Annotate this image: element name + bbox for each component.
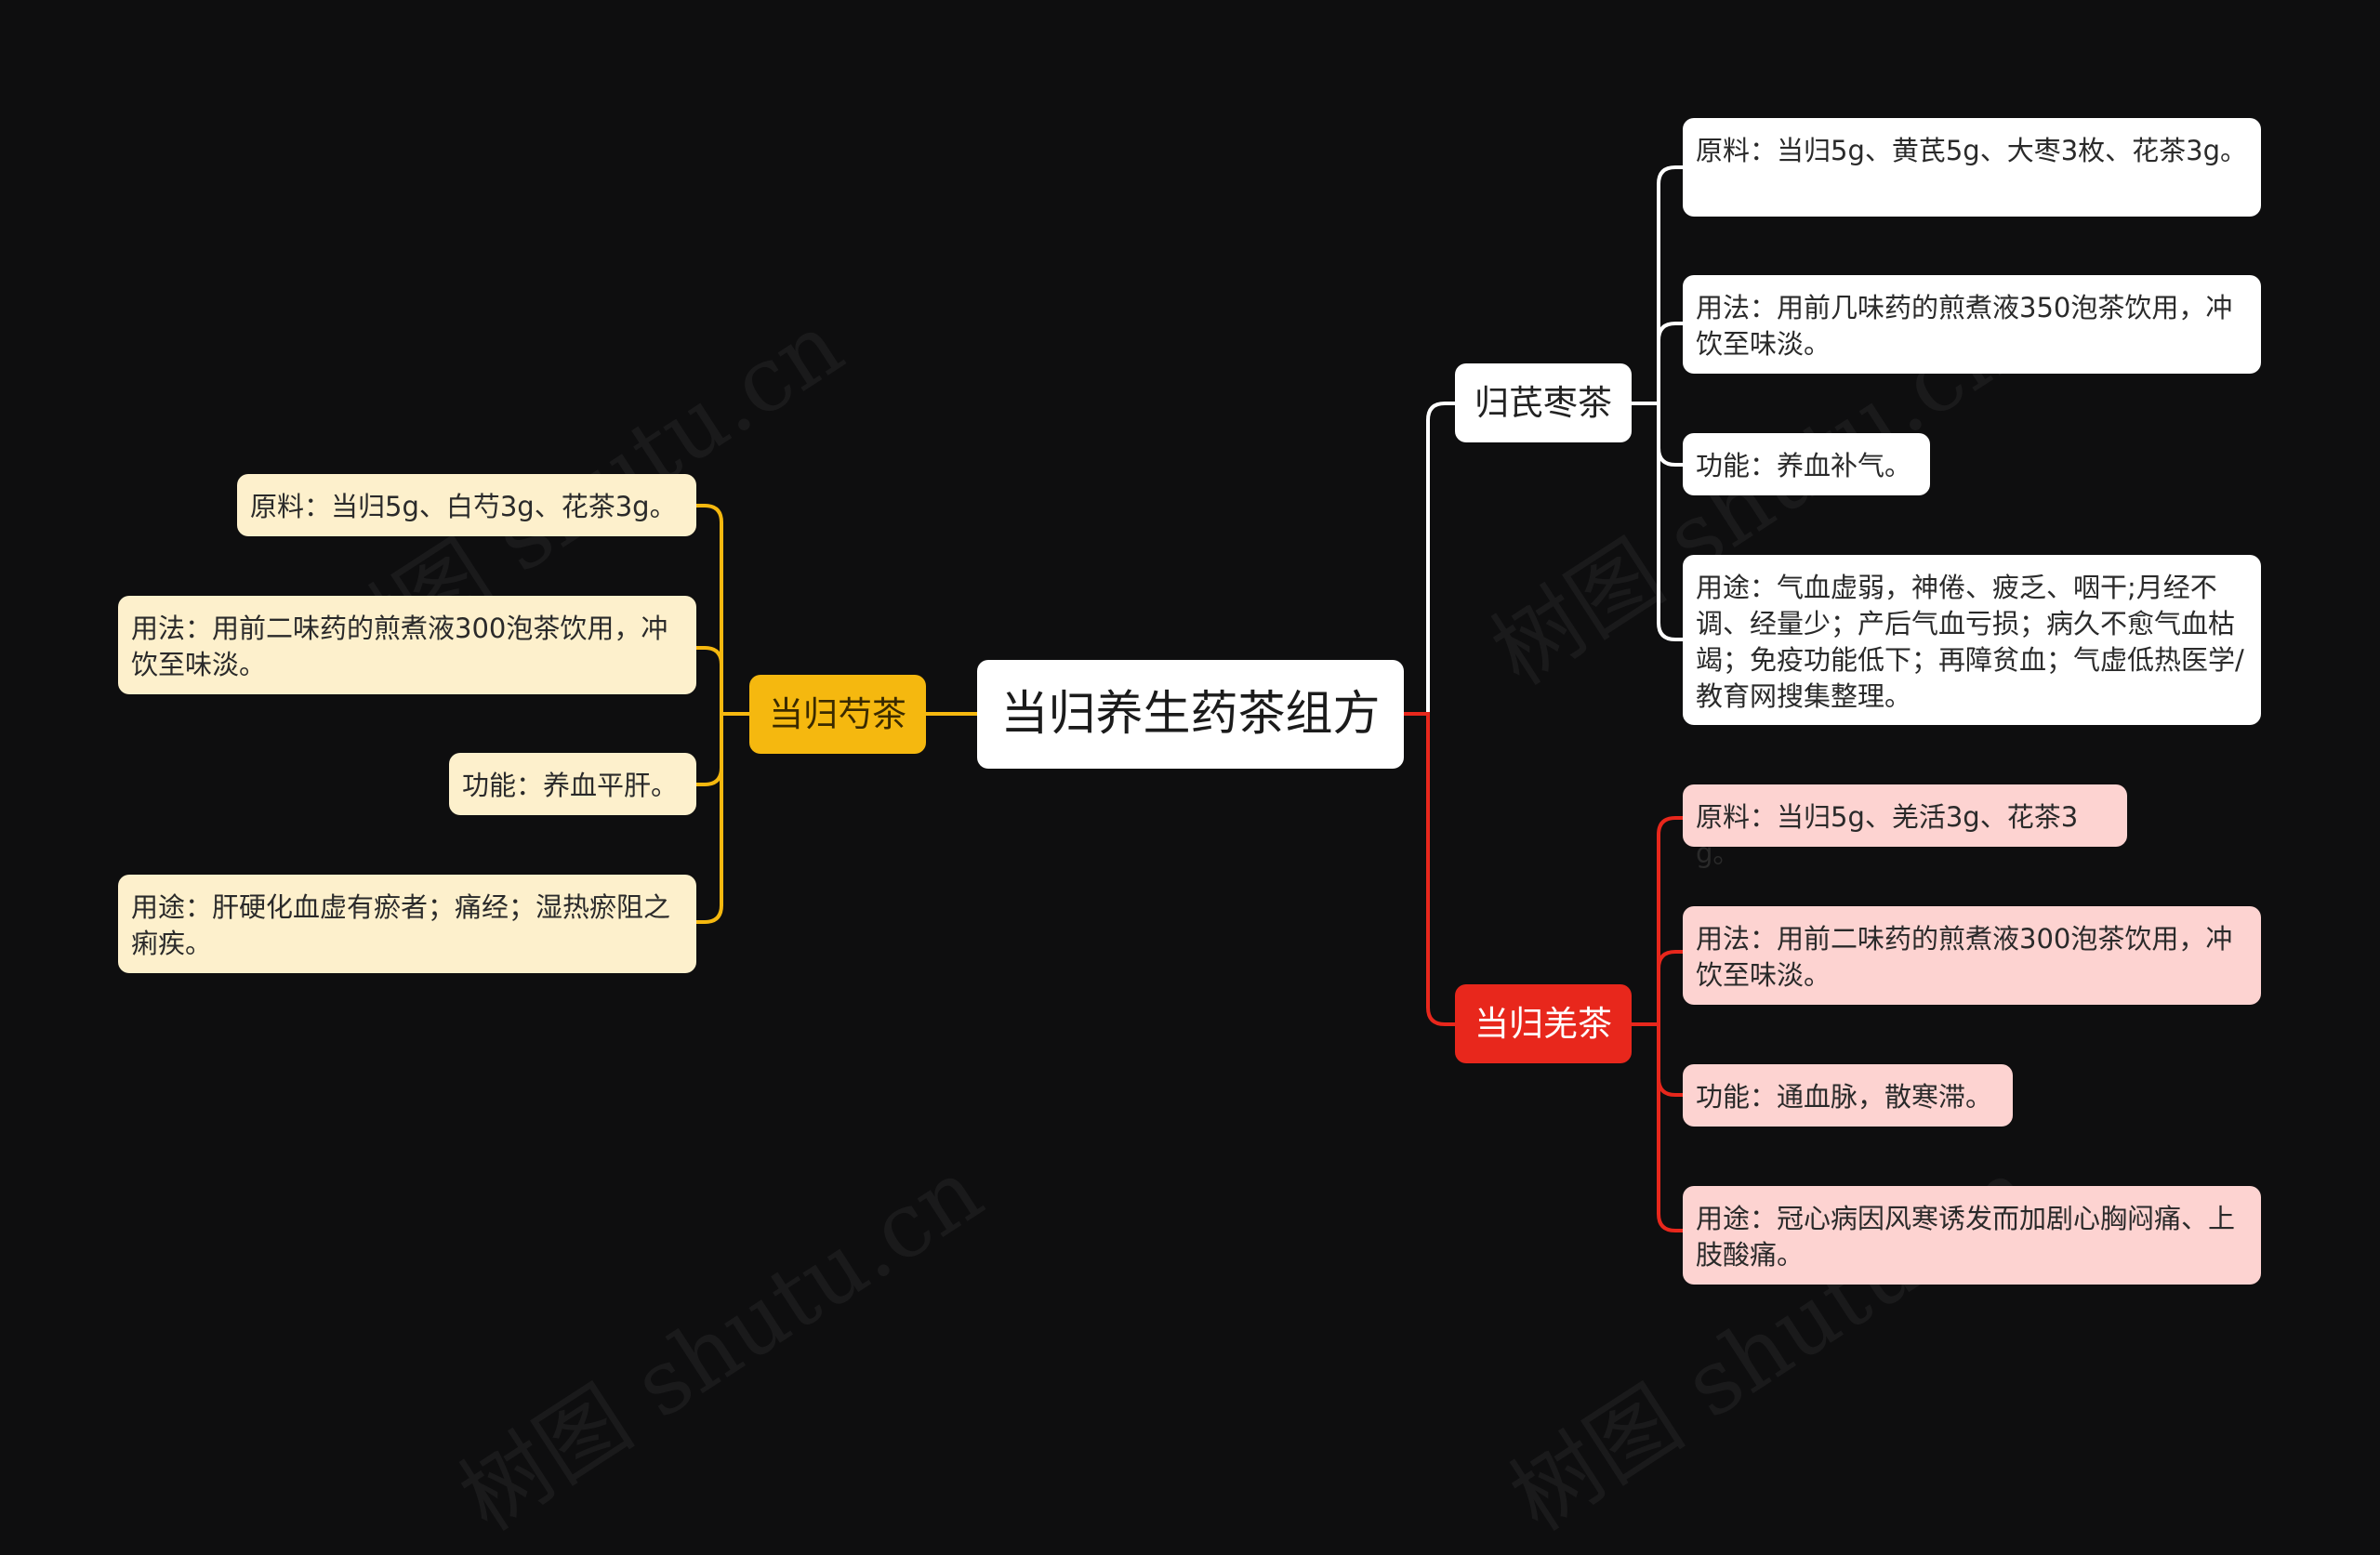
branch-dangguishao[interactable]: 当归芍茶 — [749, 675, 926, 754]
leaf-dangguiqiang-function[interactable]: 功能：通血脉，散寒滞。 — [1683, 1064, 2013, 1127]
leaf-guiqizao-usage[interactable]: 用法：用前几味药的煎煮液350泡茶饮用，冲饮至味淡。 — [1683, 275, 2261, 374]
leaf-dangguiqiang-ingredients[interactable]: 原料：当归5g、羌活3g、花茶3g。 — [1683, 784, 2127, 869]
leaf-dangguishao-ingredients[interactable]: 原料：当归5g、白芍3g、花茶3g。 — [237, 474, 696, 536]
connector-dangguishao-leaves — [696, 504, 749, 924]
connector-root-guiqizao — [1404, 402, 1455, 716]
root-topic[interactable]: 当归养生药茶组方 — [977, 660, 1404, 769]
leaf-guiqizao-ingredients[interactable]: 原料：当归5g、黄芪5g、大枣3枚、花茶3g。 — [1683, 118, 2261, 217]
leaf-dangguishao-indications[interactable]: 用途：肝硬化血虚有瘀者；痛经；湿热瘀阻之痢疾。 — [118, 875, 696, 973]
branch-dangguiqiang[interactable]: 当归羌茶 — [1455, 984, 1632, 1063]
connector-guiqizao-leaves — [1632, 165, 1683, 641]
connector-root-dangguiqiang — [1404, 712, 1455, 1026]
leaf-guiqizao-function[interactable]: 功能：养血补气。 — [1683, 433, 1930, 495]
mindmap-connectors — [696, 165, 1683, 1232]
leaf-guiqizao-indications[interactable]: 用途：气血虚弱，神倦、疲乏、咽干;月经不调、经量少；产后气血亏损；病久不愈气血枯… — [1683, 555, 2261, 725]
leaf-dangguiqiang-indications[interactable]: 用途：冠心病因风寒诱发而加剧心胸闷痛、上肢酸痛。 — [1683, 1186, 2261, 1285]
leaf-dangguishao-usage[interactable]: 用法：用前二味药的煎煮液300泡茶饮用，冲饮至味淡。 — [118, 596, 696, 694]
leaf-dangguishao-function[interactable]: 功能：养血平肝。 — [449, 753, 696, 815]
connector-dangguiqiang-leaves — [1632, 816, 1683, 1232]
leaf-dangguiqiang-usage[interactable]: 用法：用前二味药的煎煮液300泡茶饮用，冲饮至味淡。 — [1683, 906, 2261, 1005]
branch-guiqizao[interactable]: 归芪枣茶 — [1455, 363, 1632, 442]
